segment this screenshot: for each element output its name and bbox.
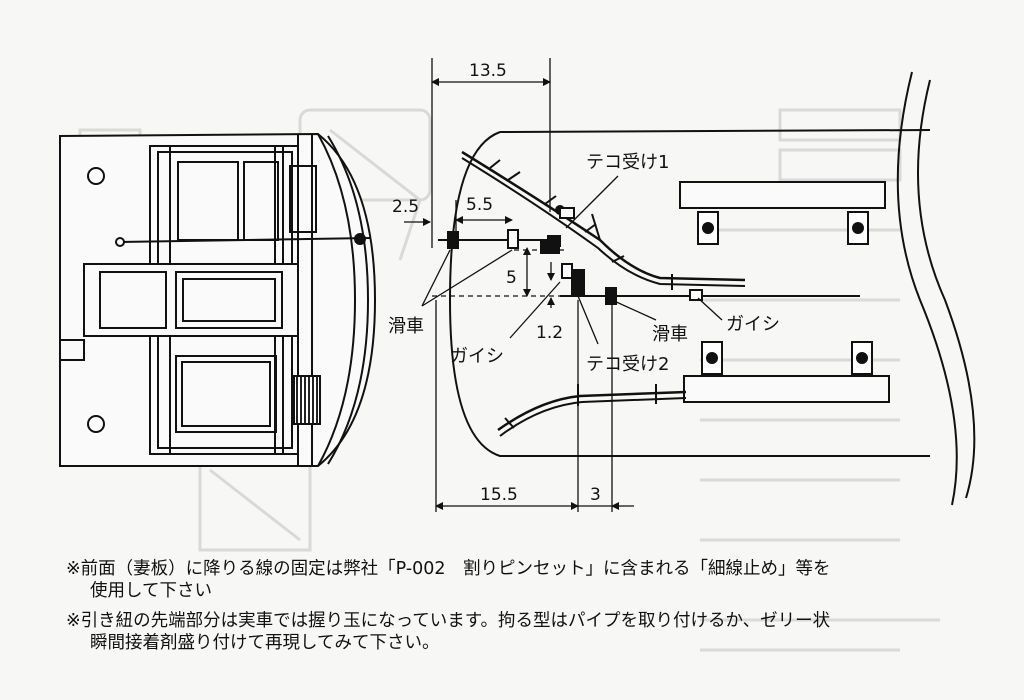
gaishi-left-label: ガイシ [450, 346, 504, 367]
note-1-line-1: ※前面（妻板）に降りる線の固定は弊社「P-002 割りピンセット」に含まれる「細… [66, 559, 831, 579]
note-pull-cord-tip: ※引き紐の先端部分は実車では握り玉になっています。拘る型はパイプを取り付けるか、… [66, 610, 966, 654]
leader-lines [421, 175, 723, 345]
kassha-right-label: 滑車 [652, 324, 688, 345]
dim-13-5-label: 13.5 [469, 61, 507, 81]
car-front-view [59, 132, 377, 467]
kassha-left-label: 滑車 [388, 316, 424, 337]
note-1-line-2: 使用して下さい [90, 581, 212, 601]
note-2-line-1: ※引き紐の先端部分は実車では握り玉になっています。拘る型はパイプを取り付けるか、… [66, 611, 831, 631]
dim-5-5-label: 5.5 [466, 195, 493, 215]
dimension-lines [404, 58, 634, 512]
dim-1-2-label: 1.2 [536, 323, 563, 343]
teko-uke-1-label: テコ受け1 [586, 152, 669, 173]
teko-uke-2-label: テコ受け2 [586, 354, 669, 375]
gaishi-right-label: ガイシ [726, 314, 780, 335]
dim-3-label: 3 [590, 485, 601, 505]
note-2-line-2: 瞬間接着剤盛り付けて再現してみて下さい。 [90, 633, 440, 653]
note-front-wire-fixing: ※前面（妻板）に降りる線の固定は弊社「P-002 割りピンセット」に含まれる「細… [66, 558, 966, 602]
dim-5-label: 5 [506, 268, 517, 288]
dim-15-5-label: 15.5 [480, 485, 518, 505]
dim-2-5-label: 2.5 [392, 197, 419, 217]
roof-top-view [438, 71, 976, 506]
